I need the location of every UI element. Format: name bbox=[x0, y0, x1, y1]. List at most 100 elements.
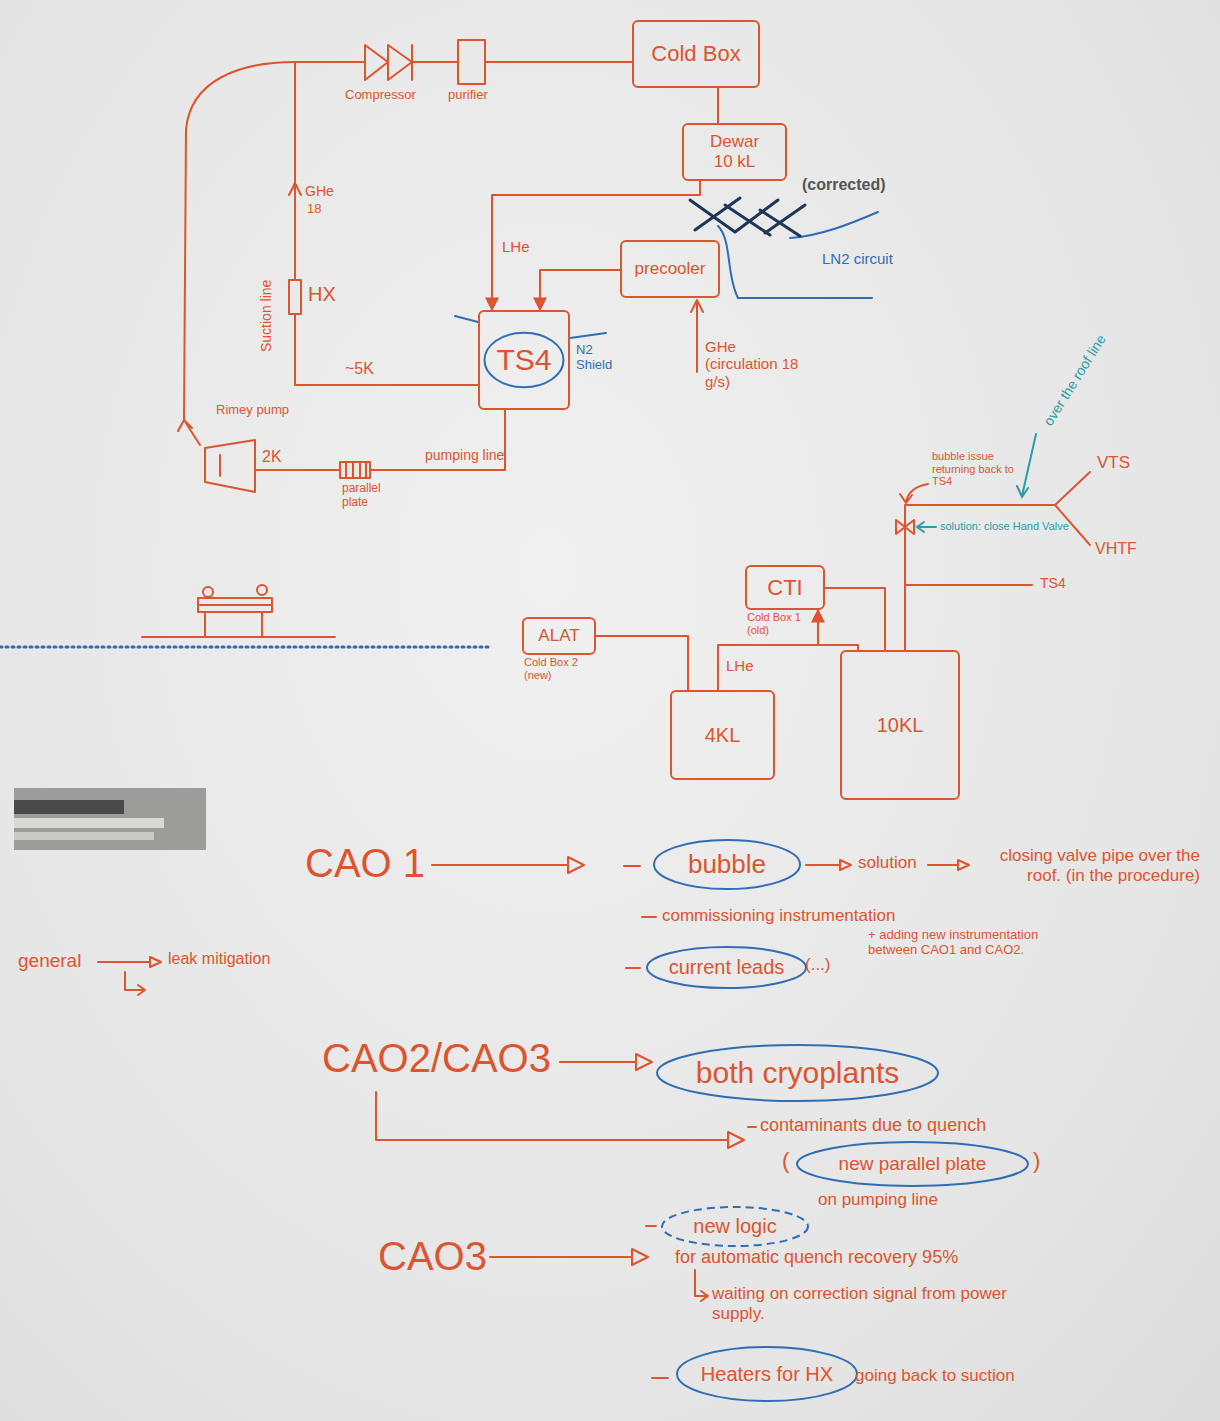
note-text: on pumping line bbox=[818, 1190, 938, 1210]
note-text: leak mitigation bbox=[168, 950, 270, 968]
node-label: TS4 bbox=[496, 343, 551, 378]
connector bbox=[717, 88, 719, 123]
note-arrow bbox=[432, 857, 584, 873]
inner-vessel bbox=[484, 333, 563, 388]
node-label: ALAT bbox=[538, 626, 579, 646]
gas-line bbox=[485, 61, 632, 63]
dewar-box: Dewar 10 kL bbox=[682, 123, 787, 181]
ellipse-shape bbox=[654, 840, 800, 889]
note-text: general bbox=[18, 950, 81, 972]
flow-label: GHe (circulation 18 g/s) bbox=[705, 338, 805, 390]
alat-box: ALATCold Box 2 (new) bbox=[522, 617, 596, 655]
node-label: 4KL bbox=[705, 724, 741, 747]
node-label: Cold Box bbox=[651, 41, 740, 66]
note-arrow bbox=[560, 1054, 652, 1070]
node-heading: Cold Box 2 (new) bbox=[524, 656, 599, 681]
correction-crosses bbox=[690, 198, 805, 236]
marker bbox=[14, 832, 154, 840]
circled-note: new parallel plate bbox=[795, 1140, 1030, 1188]
circled-note: current leads bbox=[645, 945, 808, 990]
flow-arrow bbox=[178, 420, 200, 445]
node-label: 10KL bbox=[877, 714, 924, 737]
component-label: purifier bbox=[448, 88, 488, 103]
component-label: parallel plate bbox=[342, 482, 402, 510]
parallel-plate-sketch bbox=[198, 598, 272, 612]
note-text: going back to suction bbox=[855, 1366, 1015, 1386]
note-text: + adding new instrumentation between CAO… bbox=[868, 928, 1063, 958]
note-text: for automatic quench recovery 95% bbox=[675, 1247, 958, 1268]
flow-value: 18 bbox=[307, 202, 321, 217]
line-label: Suction line bbox=[258, 280, 274, 352]
note-text: waiting on correction signal from power … bbox=[712, 1284, 1042, 1323]
routing-note: over the roof line bbox=[1040, 332, 1109, 429]
note-text: closing valve pipe over the roof. (in th… bbox=[975, 846, 1200, 885]
node-label: Heaters for HX bbox=[701, 1363, 833, 1386]
bolt-symbol bbox=[257, 585, 267, 595]
distribution-line bbox=[905, 472, 1090, 650]
section-heading: CAO3 bbox=[378, 1233, 487, 1279]
node-label: both cryoplants bbox=[696, 1056, 899, 1091]
note-text: contaminants due to quench bbox=[760, 1115, 986, 1136]
note-arrow bbox=[917, 522, 936, 532]
ellipse-shape bbox=[657, 1045, 938, 1101]
shield-label: N2 Shield bbox=[576, 343, 626, 373]
bolt-symbol bbox=[203, 587, 213, 597]
tank-box: 10KL bbox=[840, 650, 960, 800]
connector bbox=[596, 636, 688, 690]
node-label: bubble bbox=[688, 850, 766, 880]
marker bbox=[14, 800, 124, 814]
roots-pump-symbol bbox=[205, 440, 255, 492]
hand-valve-symbol bbox=[896, 520, 914, 534]
section-heading: CAO 1 bbox=[305, 840, 425, 886]
note-arrow bbox=[806, 860, 851, 870]
note-arrow bbox=[1017, 434, 1036, 497]
node-label: Dewar 10 kL bbox=[700, 132, 770, 171]
node-label: new parallel plate bbox=[839, 1153, 987, 1175]
note-text: (...) bbox=[805, 955, 831, 975]
parallel-plate-hatch bbox=[346, 462, 366, 478]
component-label: Compressor bbox=[345, 88, 416, 103]
parallel-plate-sketch bbox=[142, 605, 335, 637]
node-heading: Cold Box 1 (old) bbox=[747, 611, 809, 636]
connector bbox=[825, 588, 885, 650]
component-label: HX bbox=[308, 283, 336, 306]
pumping-line bbox=[255, 410, 505, 470]
section-heading: CAO2/CAO3 bbox=[322, 1035, 551, 1081]
bracket-text: ) bbox=[1033, 1148, 1040, 1173]
hook-arrow bbox=[125, 972, 145, 995]
ellipse-shape bbox=[647, 947, 806, 988]
correction-note: (corrected) bbox=[802, 176, 886, 194]
purifier-symbol bbox=[458, 40, 485, 84]
return-arrow bbox=[900, 484, 928, 503]
connector-label: LHe bbox=[726, 657, 754, 674]
bracket-arrow bbox=[376, 1092, 744, 1148]
branch-label: VHTF bbox=[1095, 540, 1137, 558]
marker bbox=[14, 818, 164, 828]
connector bbox=[540, 270, 620, 310]
heat-exchanger-symbol bbox=[289, 280, 301, 314]
solution-note: solution: close Hand Valve bbox=[940, 520, 1069, 533]
bracket-text: ( bbox=[782, 1148, 789, 1173]
note-text: commissioning instrumentation bbox=[662, 906, 895, 926]
note-arrow bbox=[490, 1249, 648, 1265]
note-arrow bbox=[928, 860, 969, 870]
hook-arrow bbox=[695, 1270, 708, 1301]
suction-line bbox=[295, 62, 478, 385]
gas-line bbox=[412, 61, 458, 63]
node-label: current leads bbox=[669, 956, 785, 979]
precooler-box: precooler bbox=[620, 240, 720, 298]
fluid-label: GHe bbox=[305, 183, 334, 199]
ellipse-shape bbox=[662, 1207, 808, 1246]
ellipse-shape bbox=[677, 1347, 857, 1401]
compressor-symbol bbox=[365, 45, 412, 80]
line-label: pumping line bbox=[425, 447, 504, 463]
circled-note: new logic bbox=[660, 1205, 810, 1248]
node-label: new logic bbox=[693, 1215, 776, 1238]
flow-arrowhead bbox=[289, 183, 301, 195]
circled-note: both cryoplants bbox=[655, 1043, 940, 1103]
dotted-divider bbox=[0, 646, 488, 649]
cti-box: CTICold Box 1 (old) bbox=[745, 565, 825, 610]
